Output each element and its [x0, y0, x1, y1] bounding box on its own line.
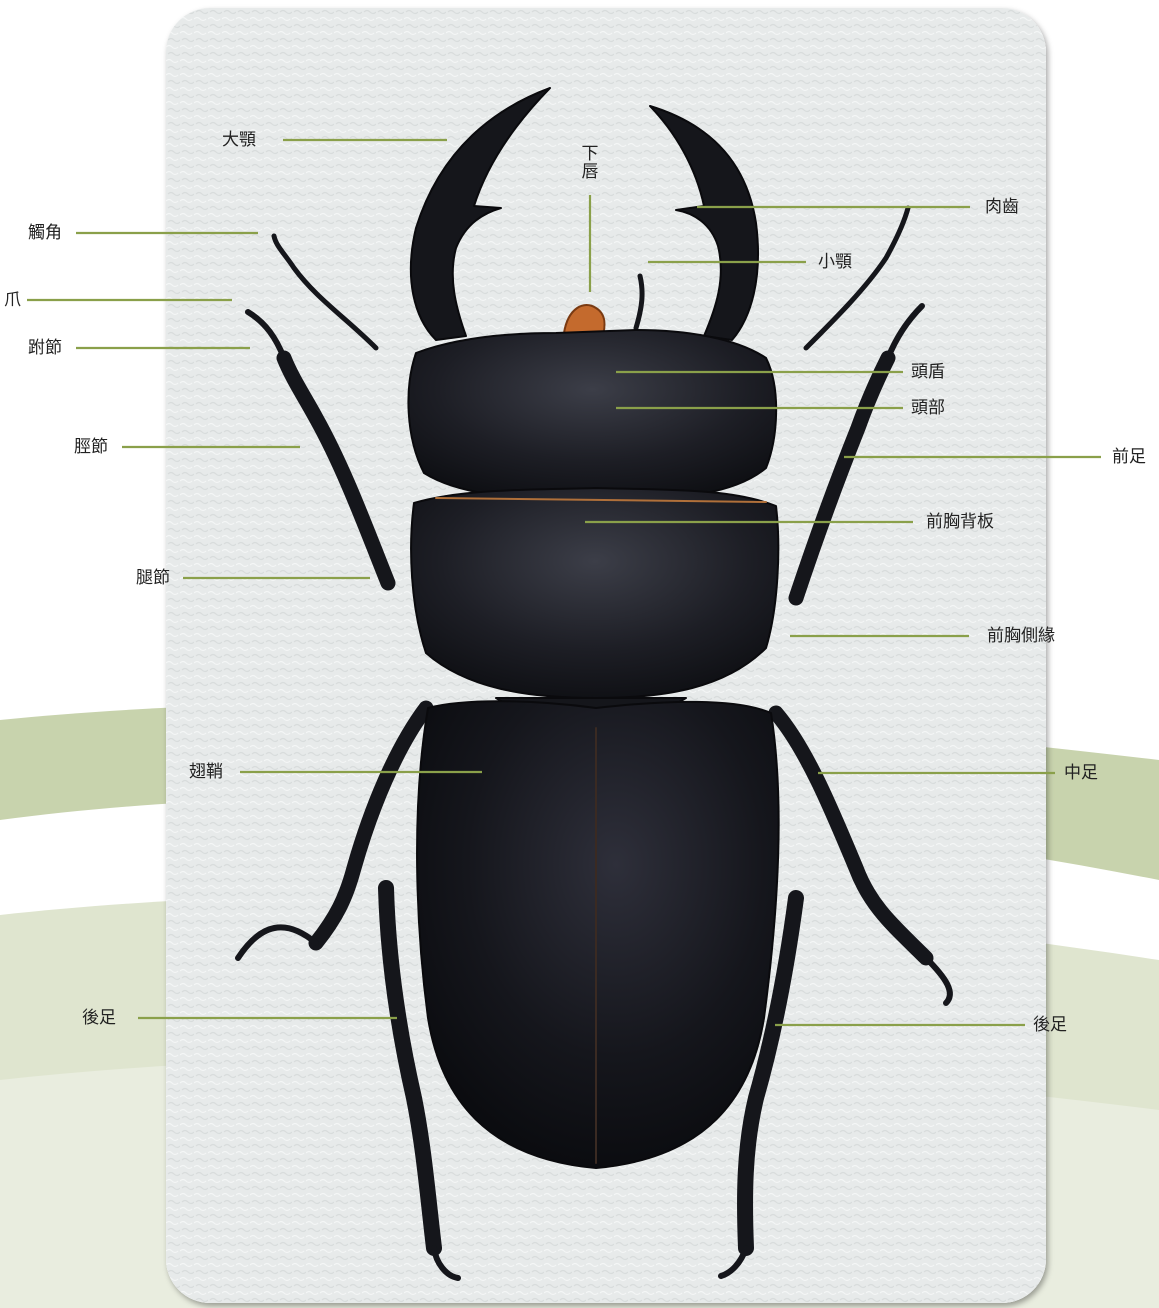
label-claw: 爪 — [4, 290, 21, 310]
label-foreleg: 前足 — [1112, 447, 1146, 467]
label-hind-leg-left: 後足 — [82, 1008, 116, 1028]
label-pronotum-margin: 前胸側緣 — [987, 626, 1055, 646]
label-hind-leg-right: 後足 — [1033, 1015, 1067, 1035]
label-pronotum: 前胸背板 — [926, 512, 994, 532]
label-head: 頭部 — [911, 398, 945, 418]
label-elytra: 翅鞘 — [189, 762, 223, 782]
label-inner-tooth: 肉齒 — [985, 197, 1019, 217]
label-middle-leg: 中足 — [1064, 763, 1098, 783]
label-femur: 腿節 — [136, 568, 170, 588]
specimen-photo-card — [166, 8, 1046, 1303]
stag-beetle-illustration — [166, 8, 1046, 1303]
label-antenna: 觸角 — [28, 223, 62, 243]
label-maxilla: 小顎 — [818, 252, 852, 272]
label-labrum: 下唇 — [581, 145, 599, 181]
label-mandible: 大顎 — [222, 130, 256, 150]
label-clypeus: 頭盾 — [911, 362, 945, 382]
label-tibia: 脛節 — [74, 437, 108, 457]
label-tarsus: 跗節 — [28, 338, 62, 358]
